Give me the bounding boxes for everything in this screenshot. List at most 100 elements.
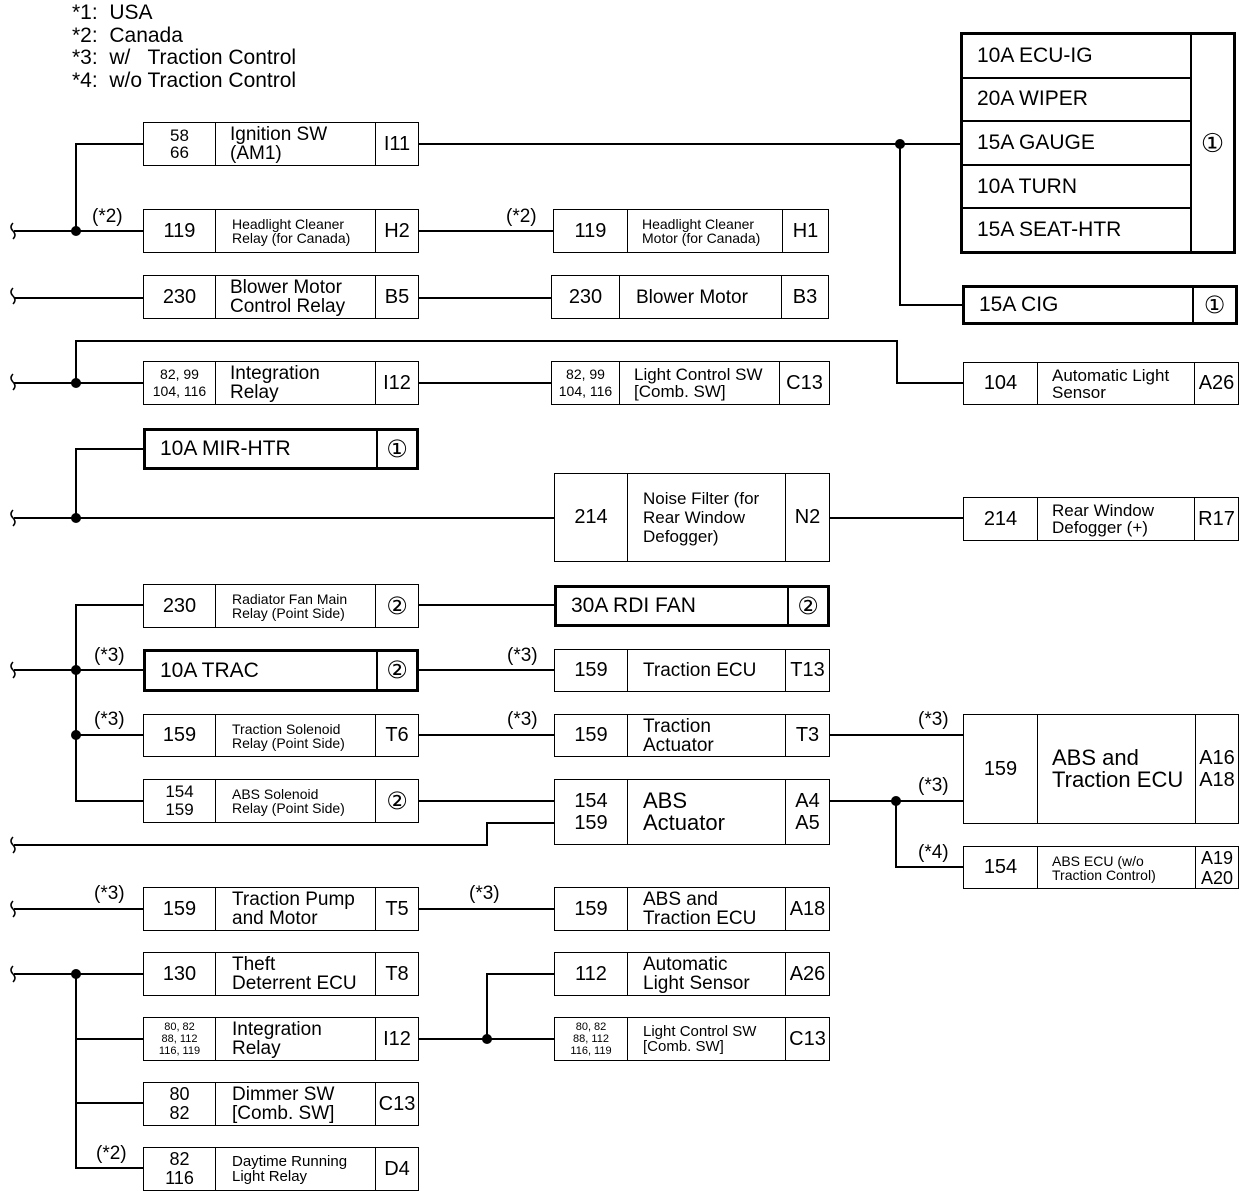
component-automatic-light-sensor: 104 Automatic Light Sensor A26 (963, 362, 1239, 405)
page-ref: 154 (983, 856, 1018, 878)
component-description: Dimmer SW [Comb. SW] (215, 1083, 375, 1125)
fuse-block-ref: ① (1200, 127, 1225, 158)
component-integration-relay: 82, 99 104, 116 Integration Relay I12 (143, 361, 419, 405)
component-traction-actuator: 159 Traction Actuator T3 (554, 714, 830, 757)
connector-code: A18 (785, 888, 829, 930)
fuse-turn: 10A TURN (963, 163, 1190, 208)
component-abs-actuator: 154 159 ABS Actuator A4 A5 (554, 779, 830, 845)
page-ref: 82 116 (165, 1149, 194, 1188)
fuse-mir-htr-label: 10A MIR-HTR (160, 437, 291, 460)
page-ref: 80, 82 88, 112 116, 119 (158, 1021, 201, 1057)
page-ref: 159 (574, 659, 608, 681)
component-description: Noise Filter (for Rear Window Defogger) (627, 474, 785, 561)
fuse-mir-htr: 10A MIR-HTR ① (143, 428, 419, 470)
condition-mark-traction: (*3) (918, 709, 949, 730)
connector-code: A26 (1194, 363, 1238, 404)
component-abs-traction-ecu-2: 159 ABS and Traction ECU A18 (554, 887, 830, 931)
condition-mark-canada: (*2) (506, 206, 537, 227)
connector-code: I12 (375, 362, 418, 404)
component-description: Ignition SW (AM1) (215, 123, 375, 165)
page-ref: 154 159 (574, 790, 608, 834)
connector-code: B3 (781, 276, 828, 318)
connector-code: H1 (782, 210, 828, 252)
connector-code: C13 (779, 362, 829, 404)
fuse-trac-label: 10A TRAC (160, 658, 259, 682)
fuse-mir-htr-ref: ① (376, 431, 416, 467)
page-ref: 159 (162, 897, 197, 920)
component-description: ABS Solenoid Relay (Point Side) (215, 780, 375, 822)
fuse-block: 10A ECU-IG 20A WIPER 15A GAUGE 10A TURN … (960, 32, 1236, 254)
connector-code: A4 A5 (785, 780, 829, 844)
component-description: ABS Actuator (627, 780, 785, 844)
component-daytime-running-light-relay: 82 116 Daytime Running Light Relay D4 (143, 1147, 419, 1191)
condition-mark-no-traction: (*4) (918, 842, 949, 863)
component-abs-solenoid-relay: 154 159 ABS Solenoid Relay (Point Side) … (143, 779, 419, 823)
legend-item-with-traction: *3: w/ Traction Control (72, 46, 297, 69)
connector-code: A16 A18 (1195, 715, 1238, 823)
component-description: Automatic Light Sensor (1037, 363, 1194, 404)
component-traction-ecu: 159 Traction ECU T13 (554, 649, 830, 692)
component-description: Headlight Cleaner Motor (for Canada) (627, 210, 782, 252)
page-ref: 112 (575, 962, 607, 985)
component-automatic-light-sensor-2: 112 Automatic Light Sensor A26 (554, 952, 830, 996)
fuse-gauge: 15A GAUGE (963, 120, 1190, 164)
page-ref: 230 (568, 285, 603, 308)
page-ref: 159 (162, 724, 197, 746)
connector-code: I12 (375, 1018, 418, 1060)
component-traction-solenoid-relay: 159 Traction Solenoid Relay (Point Side)… (143, 714, 419, 757)
page-ref: 82, 99 104, 116 (558, 366, 613, 399)
condition-mark-traction: (*3) (507, 645, 538, 666)
connector-code: T13 (785, 650, 829, 691)
component-abs-traction-ecu: 159 ABS and Traction ECU A16 A18 (963, 714, 1239, 824)
connector-code: T5 (375, 888, 418, 930)
component-traction-pump-motor: 159 Traction Pump and Motor T5 (143, 887, 419, 931)
component-description: Traction ECU (627, 650, 785, 691)
connector-code: C13 (785, 1018, 829, 1060)
condition-mark-traction: (*3) (918, 775, 949, 796)
fuse-rdi-fan-ref: ② (787, 588, 827, 624)
component-light-control-sw: 82, 99 104, 116 Light Control SW [Comb. … (551, 361, 830, 405)
component-description: ABS ECU (w/o Traction Control) (1037, 847, 1195, 888)
component-description: Theft Deterrent ECU (215, 953, 375, 995)
page-ref: 159 (983, 757, 1018, 780)
component-abs-ecu: 154 ABS ECU (w/o Traction Control) A19 A… (963, 846, 1239, 889)
fuse-cig-label: 15A CIG (979, 293, 1059, 316)
page-ref: 82, 99 104, 116 (152, 366, 207, 399)
page-ref: 80 82 (169, 1084, 190, 1123)
page-ref: 119 (574, 219, 607, 242)
fuse-cig-ref: ① (1192, 288, 1235, 322)
connector-code: N2 (785, 474, 829, 561)
component-description: Daytime Running Light Relay (215, 1148, 375, 1190)
page-ref: 159 (574, 897, 608, 920)
component-integration-relay-2: 80, 82 88, 112 116, 119 Integration Rela… (143, 1017, 419, 1061)
component-description: Integration Relay (215, 362, 375, 404)
component-description: Radiator Fan Main Relay (Point Side) (215, 585, 375, 627)
condition-mark-canada: (*2) (92, 206, 123, 227)
connector-code: ② (375, 780, 418, 822)
page-ref: 159 (574, 724, 608, 746)
connector-code: R17 (1194, 498, 1238, 540)
component-description: Traction Solenoid Relay (Point Side) (215, 715, 375, 756)
component-dimmer-sw: 80 82 Dimmer SW [Comb. SW] C13 (143, 1082, 419, 1126)
page-ref: 119 (163, 219, 196, 242)
page-ref: 214 (574, 506, 608, 528)
component-description: Integration Relay (215, 1018, 375, 1060)
component-description: Traction Pump and Motor (215, 888, 375, 930)
component-theft-deterrent-ecu: 130 Theft Deterrent ECU T8 (143, 952, 419, 996)
component-headlight-cleaner-motor: 119 Headlight Cleaner Motor (for Canada)… (553, 209, 829, 253)
page-ref: 58 66 (170, 126, 189, 162)
component-blower-motor-relay: 230 Blower Motor Control Relay B5 (143, 275, 419, 319)
connector-code: T8 (375, 953, 418, 995)
component-rear-window-defogger: 214 Rear Window Defogger (+) R17 (963, 497, 1239, 541)
component-description: Light Control SW [Comb. SW] (627, 1018, 785, 1060)
component-description: Blower Motor (619, 276, 781, 318)
connector-code: ② (375, 585, 418, 627)
page-ref: 154 159 (165, 782, 194, 819)
component-blower-motor: 230 Blower Motor B3 (551, 275, 829, 319)
component-light-control-sw-2: 80, 82 88, 112 116, 119 Light Control SW… (554, 1017, 830, 1061)
connector-code: B5 (375, 276, 418, 318)
component-description: Traction Actuator (627, 715, 785, 756)
legend: *1: USA *2: Canada *3: w/ Traction Contr… (72, 1, 297, 92)
connector-code: C13 (375, 1083, 418, 1125)
